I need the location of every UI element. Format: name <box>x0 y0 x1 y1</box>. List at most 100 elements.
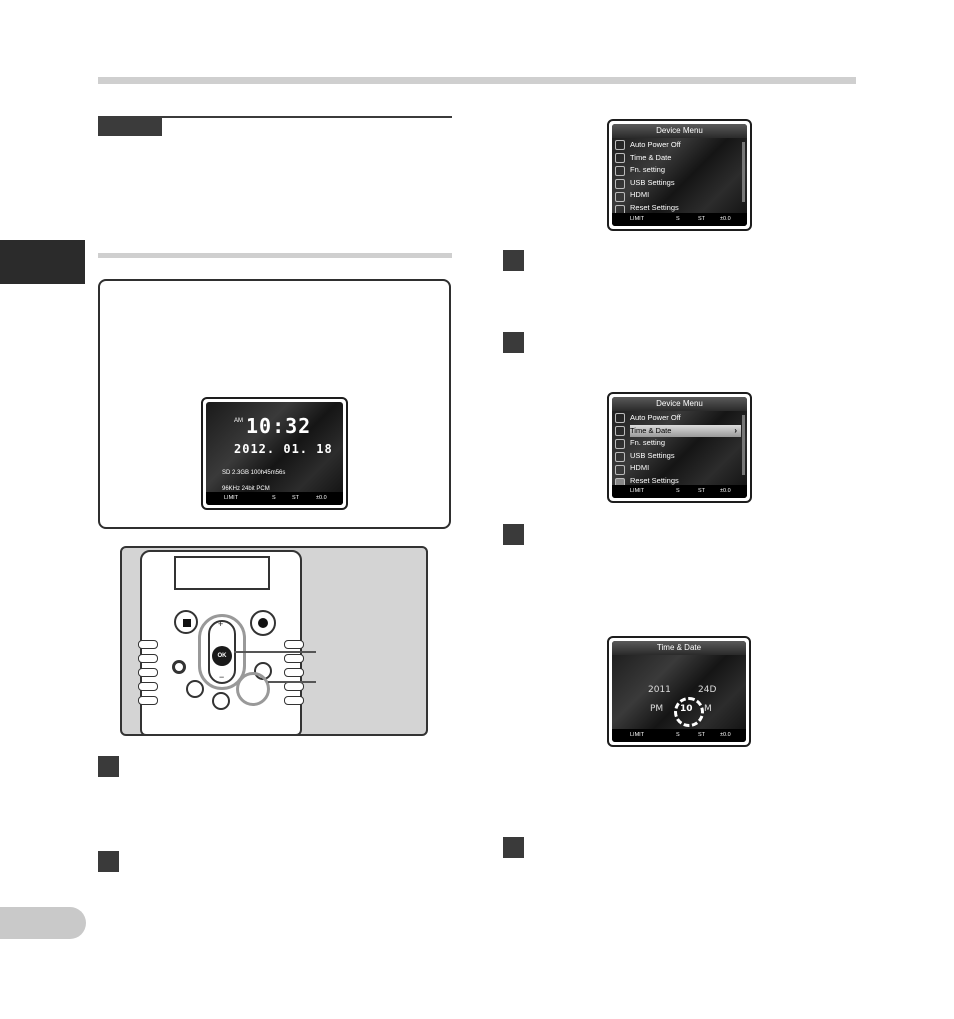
stop-icon <box>183 619 191 627</box>
lower-button-mid[interactable] <box>212 692 230 710</box>
grip-right <box>284 682 304 691</box>
level-indicator: ±0.0 <box>720 488 731 494</box>
clock-time: 10:32 <box>246 414 312 438</box>
hour-format-field[interactable]: 24D <box>698 685 717 695</box>
level-indicator: ±0.0 <box>720 216 731 222</box>
input-icon <box>615 192 625 202</box>
minus-label: − <box>219 672 225 682</box>
grip-right <box>284 696 304 705</box>
step-badge <box>503 332 524 353</box>
notes-tab <box>98 118 162 136</box>
grip-right <box>284 640 304 649</box>
clock-storage: SD 2.3GB 100h45m56s <box>222 470 286 476</box>
device-menu-screen-selected: Device Menu Auto Power Off Time & Date ›… <box>607 392 752 503</box>
device-menu-screen: Device Menu Auto Power Off Time & Date F… <box>607 119 752 231</box>
device-menu-title: Device Menu <box>612 124 747 138</box>
menu-scrollbar[interactable] <box>742 142 745 202</box>
step-badge <box>98 756 119 777</box>
ok-label: OK <box>217 653 227 659</box>
notes-rule <box>98 116 452 118</box>
year-field[interactable]: 2011 <box>648 685 671 695</box>
menu-item-label: Time & Date <box>630 425 672 435</box>
page-number-tab <box>0 907 86 939</box>
menu-item[interactable]: Auto Power Off <box>630 413 681 422</box>
time-date-screen: Time & Date 2011 24D PM 10 M LIMIT S ST … <box>607 636 751 747</box>
recorder-illustration: + OK − <box>120 546 428 736</box>
grip-right <box>284 668 304 677</box>
step-badge <box>503 837 524 858</box>
playback-icon <box>615 153 625 163</box>
stop-button[interactable] <box>174 610 198 634</box>
menu-scrollbar[interactable] <box>742 415 745 475</box>
ok-play-button[interactable]: OK <box>212 646 232 666</box>
recorder-body: + OK − <box>138 550 304 734</box>
stereo-indicator: ST <box>292 495 300 501</box>
menu-status-bar: LIMIT S ST ±0.0 <box>612 485 747 498</box>
small-button-left[interactable] <box>172 660 186 674</box>
clock-ampm: AM <box>234 418 243 424</box>
grip-left <box>138 682 158 691</box>
mic-icon <box>615 413 625 423</box>
level-indicator: ±0.0 <box>316 495 327 501</box>
step-badge <box>503 524 524 545</box>
time-date-display: Time & Date 2011 24D PM 10 M LIMIT S ST … <box>612 641 746 742</box>
menu-item[interactable]: USB Settings <box>630 177 675 187</box>
menu-item[interactable]: HDMI <box>630 190 650 199</box>
time-date-status-bar: LIMIT S ST ±0.0 <box>612 729 746 742</box>
menu-item[interactable]: Reset Settings <box>630 475 679 485</box>
menu-item[interactable]: Fn. setting <box>630 438 666 447</box>
time-date-title: Time & Date <box>612 641 746 655</box>
recorder-screen <box>174 556 270 590</box>
step-badge <box>503 250 524 271</box>
record-button[interactable] <box>250 610 276 636</box>
grip-left <box>138 640 158 649</box>
top-rule <box>98 77 856 84</box>
mode-indicator: S <box>676 488 680 494</box>
grip-left <box>138 654 158 663</box>
limit-indicator: LIMIT <box>630 732 645 738</box>
menu-status-bar: LIMIT S ST ±0.0 <box>612 213 747 226</box>
step-badge <box>98 851 119 872</box>
mode-indicator: S <box>272 495 276 501</box>
display-icon <box>615 179 625 189</box>
play-icon <box>615 439 625 449</box>
lower-button-left[interactable] <box>186 680 204 698</box>
device-menu-display: Device Menu Auto Power Off Time & Date ›… <box>612 397 747 498</box>
grip-right <box>284 654 304 663</box>
chevron-right-icon: › <box>734 425 737 435</box>
grip-left <box>138 696 158 705</box>
plus-label: + <box>218 619 224 629</box>
leader-line-dpad <box>234 651 316 653</box>
display-icon <box>615 452 625 462</box>
clock-screen: AM 10:32 2012. 01. 18 SD 2.3GB 100h45m56… <box>201 397 348 510</box>
record-icon <box>258 618 268 628</box>
menu-item[interactable]: Reset Settings <box>630 202 679 212</box>
section-rule <box>98 253 452 258</box>
ampm-field[interactable]: PM <box>650 704 664 714</box>
leader-line-menu <box>268 681 316 683</box>
chapter-tab <box>0 240 85 284</box>
limit-indicator: LIMIT <box>630 488 645 494</box>
clock-status-bar: LIMIT S ST ±0.0 <box>206 492 343 505</box>
clock-screen-display: AM 10:32 2012. 01. 18 SD 2.3GB 100h45m56… <box>206 402 343 505</box>
menu-item[interactable]: HDMI <box>630 463 650 472</box>
menu-item-selected[interactable]: Time & Date › <box>630 424 741 437</box>
playback-icon <box>615 426 625 436</box>
limit-indicator: LIMIT <box>630 216 645 222</box>
limit-indicator: LIMIT <box>224 495 239 501</box>
stereo-indicator: ST <box>698 488 706 494</box>
stereo-indicator: ST <box>698 732 706 738</box>
minute-field[interactable]: M <box>704 704 712 714</box>
menu-item[interactable]: USB Settings <box>630 450 675 460</box>
blinking-cursor-icon <box>674 697 704 727</box>
play-icon <box>615 166 625 176</box>
menu-item[interactable]: Time & Date <box>630 152 672 162</box>
menu-item[interactable]: Auto Power Off <box>630 140 681 149</box>
menu-item[interactable]: Fn. setting <box>630 165 666 174</box>
input-icon <box>615 465 625 475</box>
menu-button-highlight <box>236 672 270 706</box>
device-menu-title: Device Menu <box>612 397 747 411</box>
clock-date: 2012. 01. 18 <box>234 442 333 456</box>
clock-format: 96KHz 24bit PCM <box>222 486 270 492</box>
mode-indicator: S <box>676 216 680 222</box>
